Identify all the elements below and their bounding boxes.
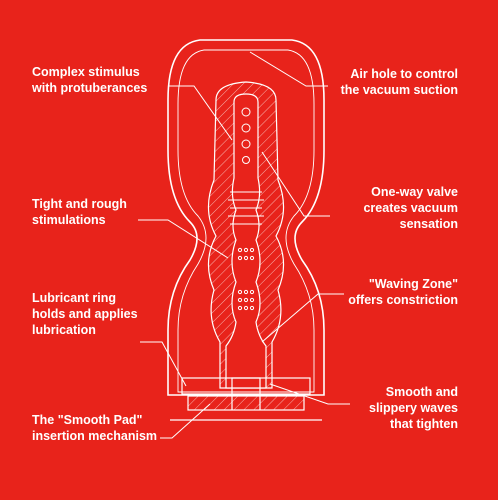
- label-complex-stimulus: Complex stimulus with protuberances: [32, 65, 148, 95]
- label-one-way-valve: One-way valve creates vacuum sensation: [363, 185, 458, 231]
- leader-waving-zone: [261, 293, 344, 343]
- leader-complex-stimulus: [168, 85, 233, 141]
- cup-outer-shell: [167, 39, 325, 396]
- label-air-hole: Air hole to control the vacuum suction: [340, 67, 458, 97]
- protuberance-dots: [237, 107, 255, 311]
- base-mechanism: [170, 377, 322, 421]
- leader-smooth-pad: [160, 403, 211, 439]
- cup-inner-shell: [177, 49, 315, 393]
- label-waving-zone: "Waving Zone" offers constriction: [348, 277, 458, 307]
- leader-lubricant-ring: [140, 341, 187, 387]
- leader-lines: [138, 51, 350, 439]
- label-smooth-waves: Smooth and slippery waves that tighten: [369, 385, 458, 431]
- label-smooth-pad: The "Smooth Pad" insertion mechanism: [32, 413, 158, 443]
- leader-air-hole: [249, 51, 328, 87]
- rib-rings: [228, 191, 264, 225]
- label-tight-rough: Tight and rough stimulations: [32, 197, 127, 227]
- inner-channel: [225, 93, 267, 389]
- leader-smooth-waves: [269, 383, 350, 405]
- label-lubricant-ring: Lubricant ring holds and applies lubrica…: [32, 291, 138, 337]
- leader-tight-rough: [138, 219, 229, 259]
- leader-one-way-valve: [261, 151, 330, 217]
